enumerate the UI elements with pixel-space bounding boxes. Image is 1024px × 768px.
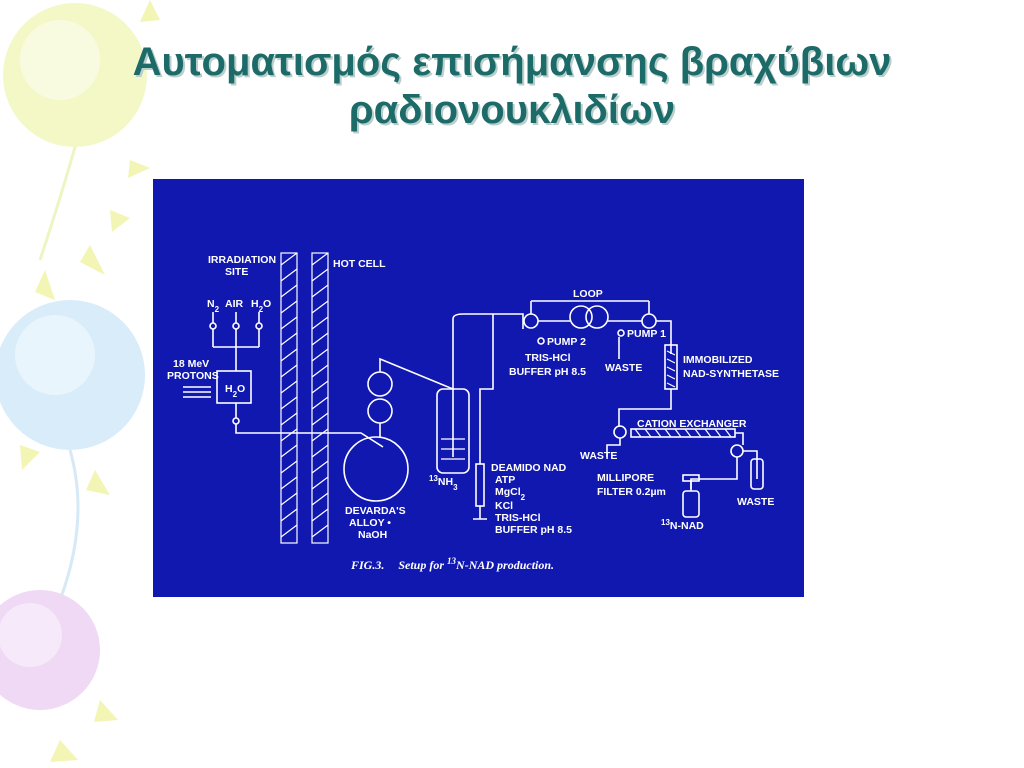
title-line-1: Αυτοματισμός επισήμανσης βραχύβιων	[132, 40, 892, 84]
immobilized-label-line1: IMMOBILIZED	[683, 354, 753, 366]
decorative-confetti	[20, 0, 160, 762]
proton-beam-lines	[183, 386, 211, 398]
cation-exchanger-column	[606, 425, 758, 489]
ammonia-trap	[436, 313, 524, 474]
millipore-label-line1: MILLIPORE	[597, 472, 654, 484]
pump2-icon	[537, 337, 545, 345]
tris-hcl-label: TRIS-HCl	[495, 512, 541, 524]
cation-exchanger-label: CATION EXCHANGER	[637, 418, 747, 430]
transfer-line	[235, 403, 384, 448]
pump1-label: PUMP 1	[627, 328, 666, 340]
nad-production-diagram: IRRADIATION SITE HOT CELL N2 AIR H2O 18 …	[153, 179, 804, 597]
atp-label: ATP	[495, 474, 515, 486]
air-label: AIR	[225, 298, 244, 310]
immobilized-label-line2: NAD-SYNTHETASE	[683, 368, 779, 380]
enzyme-column	[618, 344, 678, 427]
irradiation-label-line2: SITE	[225, 266, 248, 278]
waste-top-label: WASTE	[605, 362, 642, 374]
title-line-2: ραδιονουκλιδίων	[348, 88, 676, 132]
mgcl2-label: MgCl2	[495, 486, 526, 502]
hot-cell-wall-right	[311, 252, 329, 544]
protons-label-line2: PROTONS	[167, 370, 219, 382]
kcl-label: KCl	[495, 500, 513, 512]
n13-nad-label: 13N-NAD	[661, 518, 704, 532]
pump1-icon	[617, 329, 625, 337]
figure-background	[153, 179, 804, 597]
deamido-nad-label: DEAMIDO NAD	[491, 462, 567, 474]
loop-coil	[531, 300, 649, 329]
water-inlet-label: H2O	[251, 298, 271, 314]
tris-buffer-label-line2: BUFFER pH 8.5	[509, 366, 586, 378]
decorative-balloon-blue	[0, 300, 145, 601]
water-target-label: H2O	[225, 383, 245, 399]
water-target-box	[216, 370, 252, 404]
devarda-label-line2: ALLOY •	[349, 517, 391, 529]
devarda-label-line1: DEVARDA'S	[345, 505, 406, 517]
millipore-filter	[682, 474, 700, 518]
millipore-label-line2: FILTER 0.2µm	[597, 486, 666, 498]
figure-caption: FIG.3.Setup for 13N-NAD production.	[350, 556, 554, 572]
tris-buffer-label-line1: TRIS-HCl	[525, 352, 571, 364]
waste-vial	[750, 458, 764, 490]
pump2-label: PUMP 2	[547, 336, 586, 348]
loop-label: LOOP	[573, 288, 603, 300]
nh3-label: 13NH3	[429, 474, 458, 492]
decorative-balloon-yellow	[3, 3, 147, 261]
devarda-flask	[343, 357, 454, 502]
irradiation-label-line1: IRRADIATION	[208, 254, 276, 266]
n2-label: N2	[207, 298, 220, 314]
hot-cell-label: HOT CELL	[333, 258, 386, 270]
devarda-label-line3: NaOH	[358, 529, 387, 541]
gas-valves	[209, 312, 263, 371]
slide-title: Αυτοματισμός επισήμανσης βραχύβιων ραδιο…	[40, 38, 984, 134]
decorative-balloon-purple	[0, 590, 100, 710]
waste-right-label: WASTE	[737, 496, 774, 508]
hot-cell-wall-left	[280, 252, 298, 544]
loop-valves	[523, 301, 672, 354]
buffer-label: BUFFER pH 8.5	[495, 524, 572, 536]
waste-mid-label: WASTE	[580, 450, 617, 462]
protons-label-line1: 18 MeV	[173, 358, 209, 370]
reagent-syringe	[473, 314, 494, 520]
